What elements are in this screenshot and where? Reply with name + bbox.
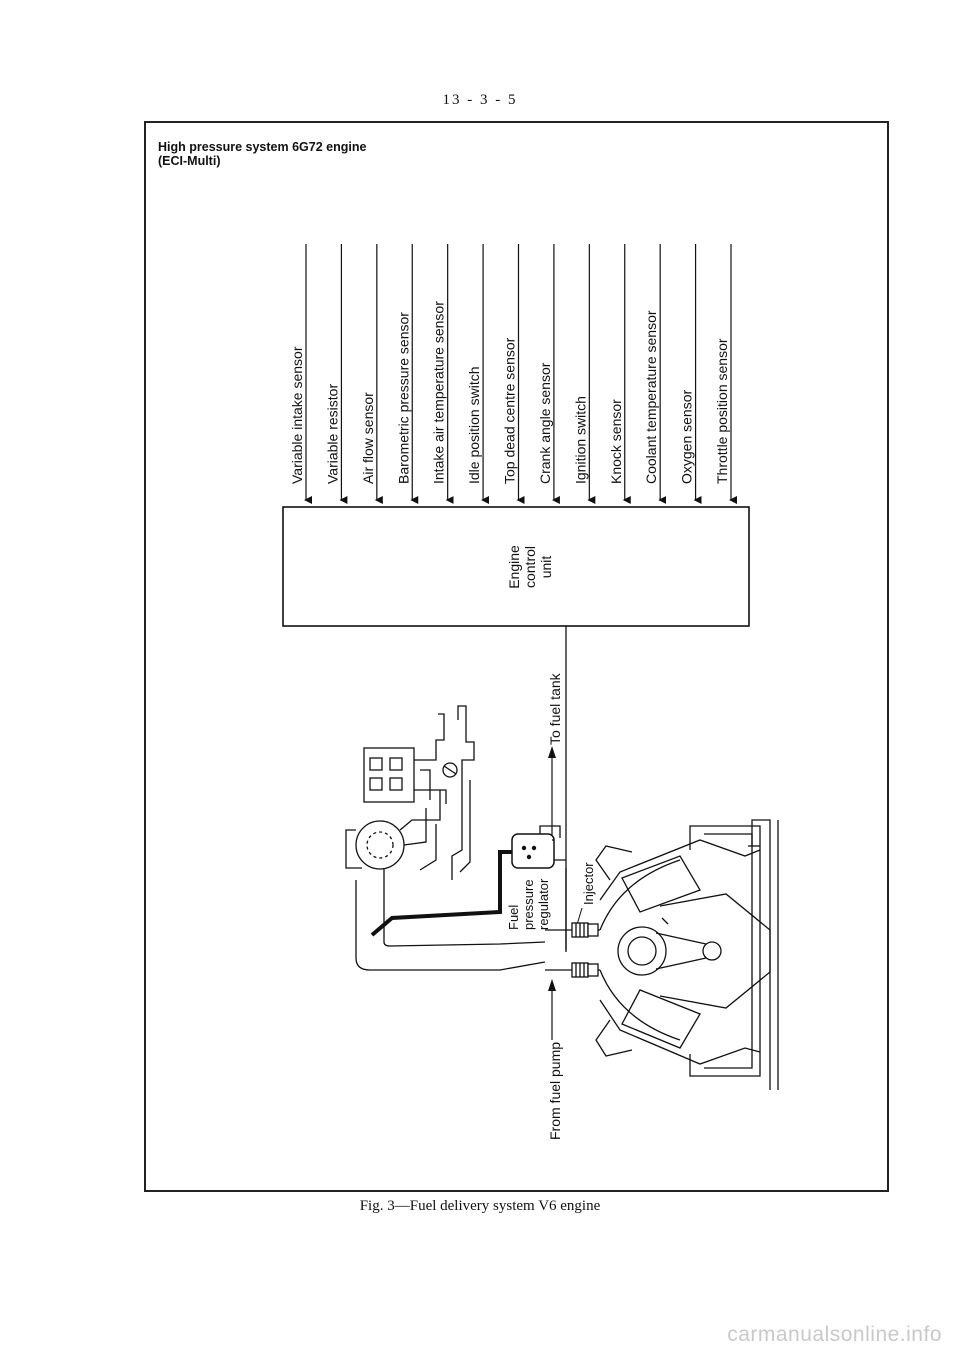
watermark-text: carmanualsonline.info xyxy=(727,1323,942,1346)
sensor-label: Coolant temperature sensor xyxy=(643,310,659,484)
regulator-label-line-3: regulator xyxy=(536,878,551,930)
air-intake-assembly xyxy=(345,705,567,971)
engine-control-unit-label: Engine control unit xyxy=(506,545,554,589)
sensor-label: Variable intake sensor xyxy=(289,346,305,484)
sensor-label: Barometric pressure sensor xyxy=(395,312,411,484)
regulator-label-line-1: Fuel xyxy=(506,905,521,930)
figure-title: High pressure system 6G72 engine (ECI-Mu… xyxy=(158,140,366,168)
from-fuel-pump-label: From fuel pump xyxy=(547,1042,563,1140)
fuel-rail-and-injectors xyxy=(545,922,600,978)
page-number: 13 - 3 - 5 xyxy=(442,92,518,108)
sensor-label: Intake air temperature sensor xyxy=(431,301,447,484)
ecu-label-line-1: Engine xyxy=(506,545,522,589)
fuel-pressure-regulator xyxy=(511,833,566,869)
fuel-return-line xyxy=(548,746,556,838)
sensor-label: Throttle position sensor xyxy=(714,338,730,484)
sensor-label: Air flow sensor xyxy=(360,392,376,484)
injector-label: Injector xyxy=(581,862,596,905)
sensor-label: Crank angle sensor xyxy=(537,362,553,484)
sensor-label: Ignition switch xyxy=(572,396,588,484)
sensor-label: Variable resistor xyxy=(324,384,340,484)
figure-title-line-1: High pressure system 6G72 engine xyxy=(158,140,367,154)
fuel-supply-line xyxy=(548,979,556,1040)
figure-title-line-2: (ECI-Multi) xyxy=(158,154,221,168)
sensor-inputs: Variable intake sensor Variable resistor A… xyxy=(289,244,737,504)
sensor-label: Top dead centre sensor xyxy=(502,337,518,484)
figure-frame xyxy=(144,121,889,1192)
v6-engine xyxy=(595,819,779,1090)
engine-control-unit-box xyxy=(282,506,750,627)
vacuum-hose xyxy=(370,850,512,937)
ecu-label-line-3: unit xyxy=(538,556,554,579)
regulator-label-line-2: pressure xyxy=(521,879,536,930)
sensor-label: Knock sensor xyxy=(608,399,624,484)
ecu-label-line-2: control xyxy=(522,546,538,588)
sensor-label: Oxygen sensor xyxy=(679,390,695,484)
sensor-label: Idle position switch xyxy=(466,366,482,484)
figure-caption: Fig. 3—Fuel delivery system V6 engine xyxy=(359,1198,601,1214)
to-fuel-tank-label: To fuel tank xyxy=(547,672,563,745)
